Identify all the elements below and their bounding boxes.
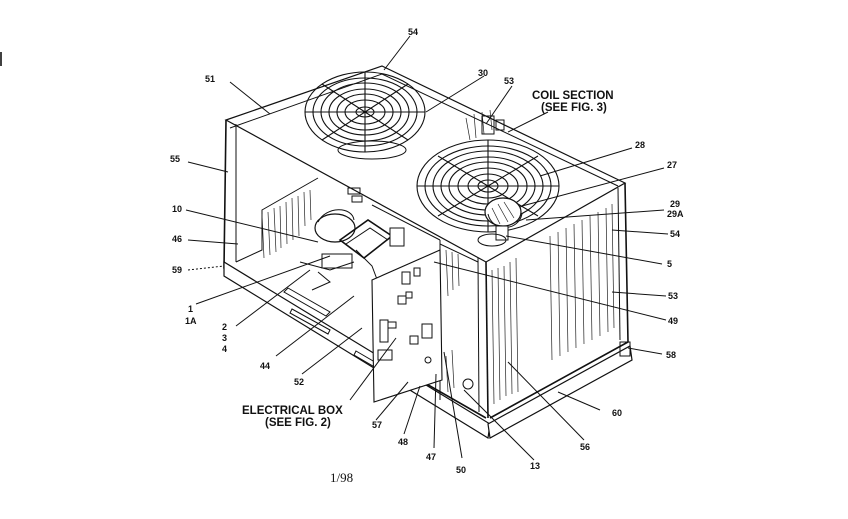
callout-4: 4 bbox=[222, 344, 227, 354]
callout-53-right: 53 bbox=[668, 291, 678, 301]
callout-10: 10 bbox=[172, 204, 182, 214]
electrical-box-label: ELECTRICAL BOX bbox=[242, 405, 343, 417]
coil-bracket bbox=[481, 115, 631, 357]
coil-section-label: COIL SECTION bbox=[532, 90, 614, 102]
callout-1a: 1A bbox=[185, 316, 197, 326]
callout-53-top: 53 bbox=[504, 76, 514, 86]
callout-29: 29 bbox=[670, 199, 680, 209]
callout-30: 30 bbox=[478, 68, 488, 78]
callout-54-right: 54 bbox=[670, 229, 680, 239]
coil-section-reference: (SEE FIG. 3) bbox=[541, 102, 607, 114]
callout-3: 3 bbox=[222, 333, 227, 343]
callout-5: 5 bbox=[667, 259, 672, 269]
callout-29a: 29A bbox=[667, 209, 684, 219]
section-labels: COIL SECTION (SEE FIG. 3) ELECTRICAL BOX… bbox=[242, 90, 614, 429]
callout-47: 47 bbox=[426, 452, 436, 462]
callout-labels: 54 51 30 53 55 28 27 10 29 29A 46 54 59 … bbox=[170, 27, 684, 475]
callout-57: 57 bbox=[372, 420, 382, 430]
callout-51: 51 bbox=[205, 74, 215, 84]
interior-hatching bbox=[261, 109, 615, 405]
callout-13: 13 bbox=[530, 461, 540, 471]
callout-56: 56 bbox=[580, 442, 590, 452]
callout-52: 52 bbox=[294, 377, 304, 387]
electrical-box bbox=[371, 249, 474, 403]
callout-28: 28 bbox=[635, 140, 645, 150]
compressor-assembly bbox=[299, 187, 405, 291]
fan-motor bbox=[477, 197, 523, 247]
callout-48: 48 bbox=[398, 437, 408, 447]
callout-46: 46 bbox=[172, 234, 182, 244]
callout-27: 27 bbox=[667, 160, 677, 170]
callout-58: 58 bbox=[666, 350, 676, 360]
callout-1: 1 bbox=[188, 304, 193, 314]
leader-lines bbox=[185, 35, 669, 461]
callout-54-top: 54 bbox=[408, 27, 418, 37]
callout-49: 49 bbox=[668, 316, 678, 326]
callout-60: 60 bbox=[612, 408, 622, 418]
revision-date: 1/98 bbox=[330, 470, 353, 485]
rear-fan-guard bbox=[304, 71, 426, 160]
callout-55: 55 bbox=[170, 154, 180, 164]
callout-50: 50 bbox=[456, 465, 466, 475]
callout-59: 59 bbox=[172, 265, 182, 275]
callout-2: 2 bbox=[222, 322, 227, 332]
electrical-box-reference: (SEE FIG. 2) bbox=[265, 417, 331, 429]
callout-44: 44 bbox=[260, 361, 270, 371]
